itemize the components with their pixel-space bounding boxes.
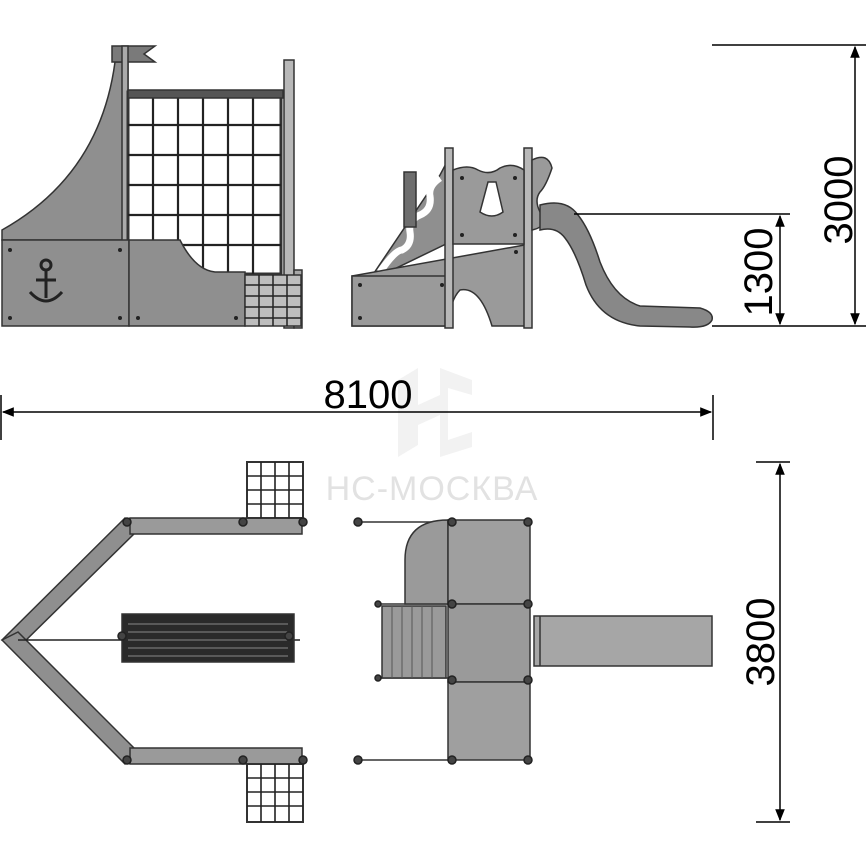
bow-upper — [0, 516, 140, 649]
platform-2 — [447, 603, 531, 683]
slide-top — [533, 615, 713, 667]
dimension-depth-label: 3800 — [739, 598, 783, 687]
post-right — [283, 59, 295, 329]
base-left — [351, 275, 451, 327]
platform-3 — [447, 681, 531, 761]
front-view-tower — [351, 147, 713, 329]
watermark: НС-МОСКВА — [326, 368, 539, 508]
ladder-grid — [245, 275, 301, 326]
slide-bed — [539, 202, 713, 328]
dimension-width-label: 8100 — [324, 373, 413, 417]
bolts — [8, 248, 238, 320]
hull-top — [129, 517, 303, 535]
panel-cutout — [479, 181, 504, 217]
tower-plan-bolts — [353, 517, 533, 765]
stairs-top — [381, 605, 447, 679]
dimension-depth — [756, 461, 790, 823]
side-view-ship — [1, 45, 303, 329]
anchor-icon — [28, 258, 64, 303]
plan-bolts — [117, 517, 308, 765]
stairs-top-lines — [391, 606, 433, 678]
tower-post-right — [523, 147, 533, 329]
rail-block — [403, 171, 417, 228]
hull-bottom — [129, 747, 303, 765]
ladder-top-grid — [247, 462, 303, 518]
climbing-net — [128, 92, 281, 274]
platform-1 — [447, 519, 531, 605]
ladder-bottom-grid — [247, 764, 303, 822]
sail-panel — [1, 61, 129, 241]
net-top-lines — [128, 623, 288, 657]
watermark-text: НС-МОСКВА — [326, 470, 539, 508]
hull-panel-left — [1, 239, 130, 327]
net-top — [121, 613, 295, 663]
tower-post-left — [444, 147, 454, 329]
hc-logo-icon — [398, 368, 472, 457]
roof-arch — [404, 519, 449, 605]
bow-lower — [0, 631, 140, 766]
dimension-width — [0, 395, 714, 440]
flag-icon — [111, 45, 158, 63]
plan-view-ship — [0, 461, 308, 823]
dimension-platform-height-label: 1300 — [737, 228, 781, 317]
dimension-total-height-label: 3000 — [817, 156, 861, 245]
top-beam — [127, 89, 284, 99]
plan-view-tower — [353, 517, 713, 765]
tower-bolts — [358, 176, 518, 320]
dimension-height — [574, 44, 866, 327]
